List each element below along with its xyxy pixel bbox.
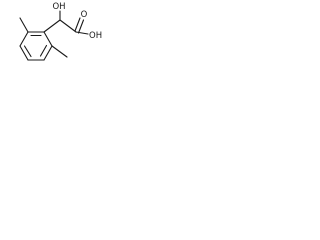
methyl-bond-left bbox=[19, 17, 29, 33]
alpha-hydroxyl-label: OH bbox=[52, 2, 65, 12]
ring-double-bond-2 bbox=[23, 45, 32, 58]
alpha-carbon-bond bbox=[43, 19, 61, 33]
ring-double-bond-1 bbox=[39, 44, 48, 57]
ring-bond-4 bbox=[19, 45, 29, 61]
chemical-structure-diagram: OH O OH bbox=[19, 2, 102, 61]
methyl-bond-lower bbox=[51, 45, 68, 58]
carboxyl-carbon-bond bbox=[59, 19, 77, 33]
benzene-ring bbox=[19, 31, 53, 61]
carbonyl-bond-b bbox=[77, 19, 85, 34]
ring-bond-5 bbox=[19, 31, 29, 47]
acid-hydroxyl-label: OH bbox=[89, 31, 102, 41]
ring-bond-1 bbox=[43, 31, 53, 47]
ring-bond-2 bbox=[43, 45, 53, 61]
carbonyl-bond-a bbox=[74, 17, 81, 32]
carbonyl-oxygen-label: O bbox=[81, 10, 88, 20]
acid-hydroxyl-bond bbox=[75, 31, 89, 35]
